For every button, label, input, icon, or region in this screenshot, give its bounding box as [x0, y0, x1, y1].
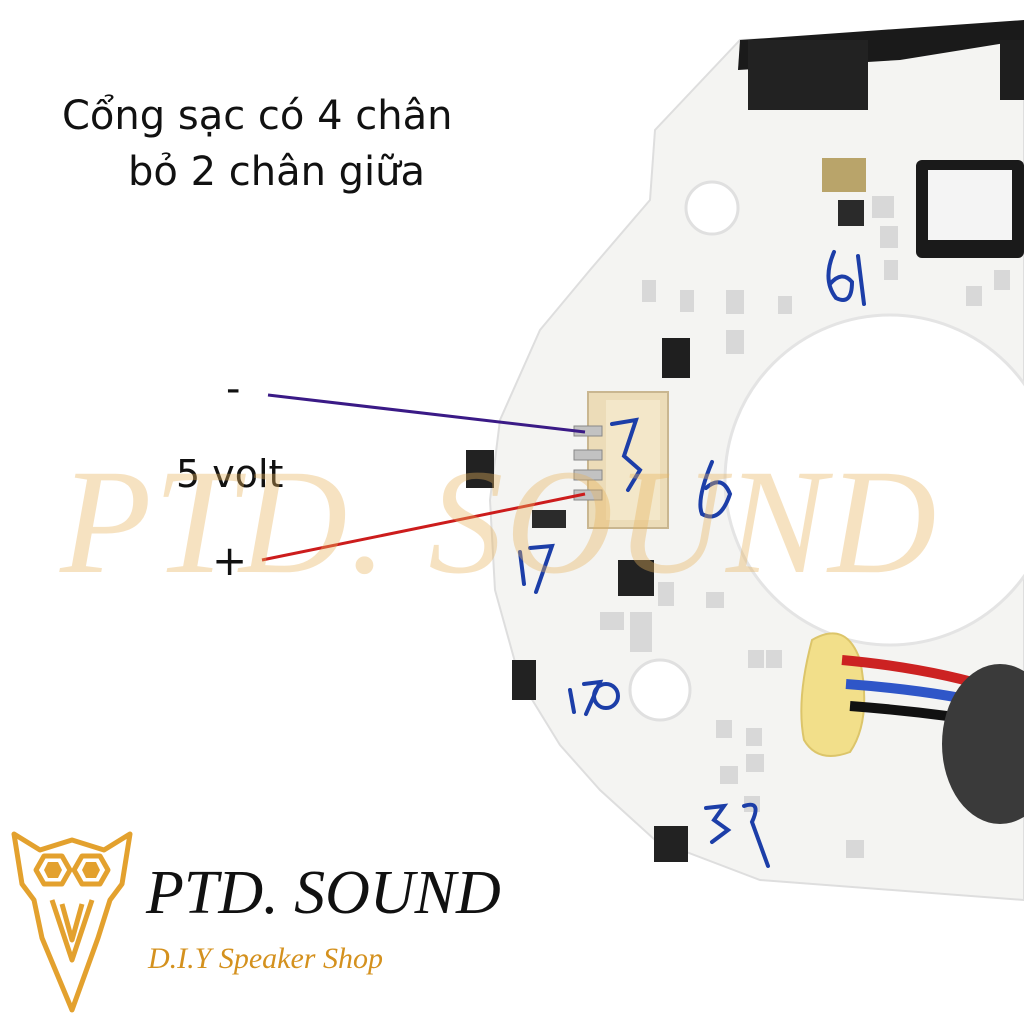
brand-name: PTD. SOUND	[146, 859, 501, 927]
caption-line-2: bỏ 2 chân giữa	[128, 149, 426, 195]
voltage-label: 5 volt	[176, 452, 284, 496]
plus-label: +	[212, 536, 248, 585]
minus-label: -	[226, 366, 241, 412]
pcb-board	[466, 20, 1024, 902]
caption: Cổng sạc có 4 chân bỏ 2 chân giữa	[62, 88, 492, 200]
watermark: PTD. SOUND	[60, 439, 939, 605]
owl-logo	[11, 831, 133, 1013]
caption-line-1: Cổng sạc có 4 chân	[62, 93, 453, 139]
minus-wire	[267, 393, 586, 434]
plus-wire	[261, 492, 586, 562]
brand-tagline: D.I.Y Speaker Shop	[148, 942, 383, 975]
